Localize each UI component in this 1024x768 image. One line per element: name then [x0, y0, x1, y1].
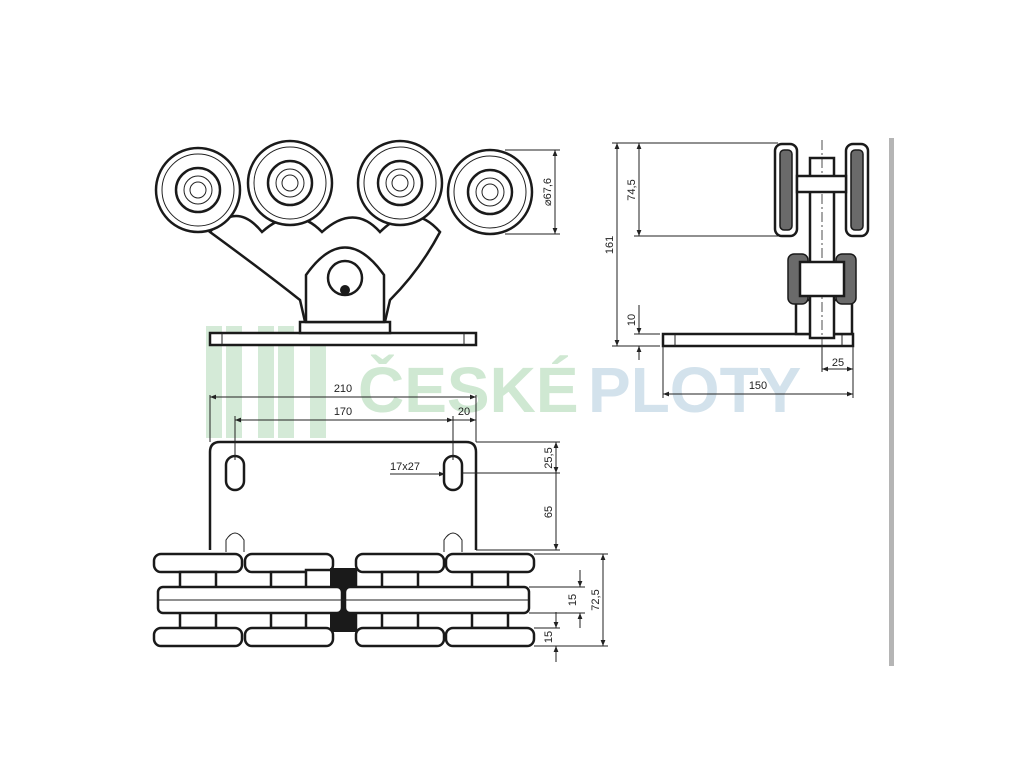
dim-side-width: 150 — [749, 380, 767, 392]
bottom-roller — [152, 626, 244, 648]
dim-slot-size: 17x27 — [390, 461, 420, 473]
frame-bar — [889, 138, 894, 666]
watermark-logo-bar — [278, 326, 294, 438]
pivot-pin — [340, 285, 350, 295]
watermark-word-ploty: PLOTY — [588, 354, 801, 426]
dim-roller-thickness: 15 — [543, 631, 555, 643]
bottom-roller — [354, 552, 446, 574]
mounting-slot — [442, 454, 464, 492]
bottom-view: 210 170 20 17x27 25,5 65 15 72,5 1 — [152, 383, 608, 662]
dim-plate-height: 65 — [543, 506, 555, 518]
bottom-roller — [444, 552, 536, 574]
mounting-slot — [224, 454, 246, 492]
dim-plate-width: 210 — [334, 383, 352, 395]
watermark-logo-bar — [310, 326, 326, 438]
dim-roller-gap: 15 — [567, 594, 579, 606]
dim-total-height: 72,5 — [590, 589, 602, 610]
dim-side-height-top: 74,5 — [626, 179, 638, 200]
watermark-word-ceske: ČESKÉ — [358, 353, 579, 426]
dim-hole-edge: 20 — [458, 406, 470, 418]
dim-side-plate: 10 — [626, 314, 638, 326]
watermark: ČESKÉ PLOTY — [206, 326, 801, 438]
dim-hole-spacing: 170 — [334, 406, 352, 418]
dim-roller-diameter: ⌀67,6 — [542, 178, 554, 206]
front-mount-block — [298, 320, 392, 335]
side-view: 74,5 161 10 25 150 — [604, 140, 870, 398]
front-roller — [446, 148, 534, 236]
dim-plate-top: 25,5 — [543, 447, 555, 468]
bottom-roller — [243, 626, 335, 648]
bottom-roller — [152, 552, 244, 574]
mounting-plate — [208, 440, 478, 550]
front-roller — [356, 139, 444, 227]
dim-side-total: 161 — [604, 236, 616, 254]
side-base-plate — [661, 332, 855, 348]
watermark-logo-bar — [226, 326, 242, 438]
watermark-logo-bar — [258, 326, 274, 438]
dim-side-offset: 25 — [832, 357, 844, 369]
bottom-roller — [444, 626, 536, 648]
front-roller — [154, 146, 242, 234]
front-roller — [246, 139, 334, 227]
front-view: ⌀67,6 — [154, 139, 560, 347]
front-base-plate — [208, 331, 478, 347]
bottom-roller — [354, 626, 446, 648]
